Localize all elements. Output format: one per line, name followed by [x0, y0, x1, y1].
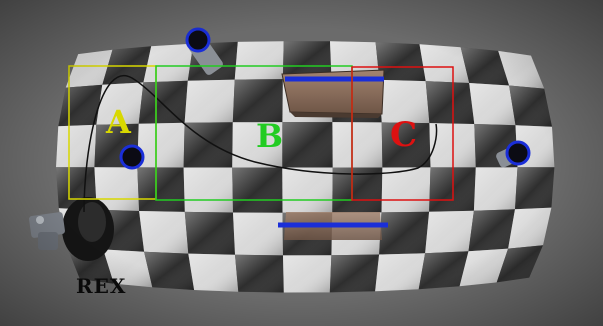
zone-b-label: B [256, 120, 283, 152]
zone-c-label: C [390, 118, 417, 152]
zone-a-label: A [106, 106, 131, 138]
robot-label: REX [76, 274, 126, 298]
